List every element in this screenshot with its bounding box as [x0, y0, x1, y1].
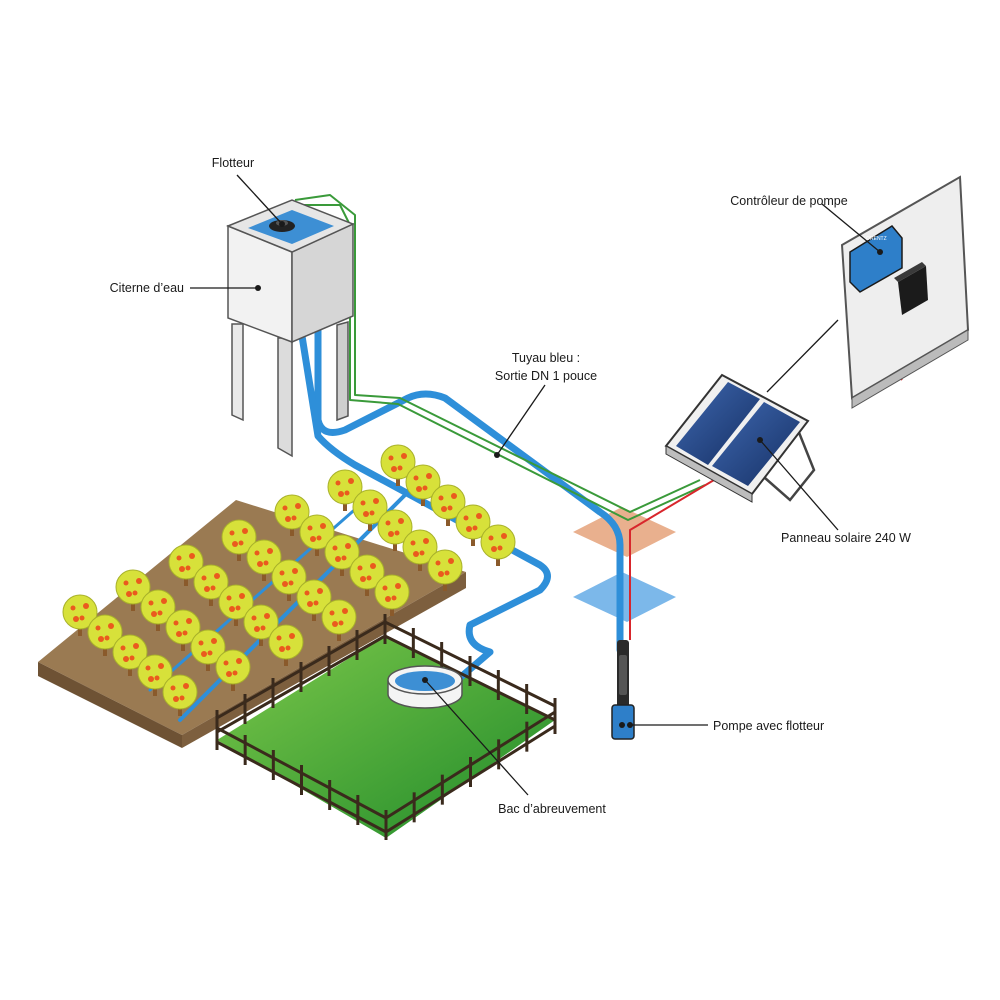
- orchard-tree-icon: [321, 599, 357, 641]
- orchard-tree-icon: [218, 584, 254, 626]
- orchard-tree-icon: [349, 554, 385, 596]
- orchard-tree-icon: [115, 569, 151, 611]
- orchard-tree-icon: [324, 534, 360, 576]
- orchard-tree-icon: [299, 514, 335, 556]
- orchard-tree-icon: [221, 519, 257, 561]
- orchard-tree-icon: [352, 489, 388, 531]
- orchard-tree-icon: [190, 629, 226, 671]
- label-pump: Pompe avec flotteur: [713, 719, 824, 733]
- submersible-pump-icon: [611, 640, 635, 740]
- ground-surface-marker: [573, 507, 676, 557]
- tank-icon: [226, 199, 355, 458]
- orchard-tree-icon: [62, 594, 98, 636]
- orchard-tree-icon: [193, 564, 229, 606]
- orchard-tree-icon: [430, 484, 466, 526]
- controller-badge: LORENTZ: [863, 236, 886, 242]
- orchard: [62, 444, 516, 716]
- orchard-tree-icon: [455, 504, 491, 546]
- orchard-tree-icon: [271, 559, 307, 601]
- orchard-tree-icon: [140, 589, 176, 631]
- orchard-tree-icon: [374, 574, 410, 616]
- orchard-tree-icon: [137, 654, 173, 696]
- orchard-tree-icon: [427, 549, 463, 591]
- orchard-tree-icon: [327, 469, 363, 511]
- fence-posts: [215, 614, 557, 840]
- orchard-tree-icon: [215, 649, 251, 691]
- orchard-tree-icon: [243, 604, 279, 646]
- orchard-tree-icon: [274, 494, 310, 536]
- orchard-tree-icon: [162, 674, 198, 716]
- orchard-tree-icon: [377, 509, 413, 551]
- orchard-tree-icon: [246, 539, 282, 581]
- orchard-tree-icon: [168, 544, 204, 586]
- orchard-tree-icon: [402, 529, 438, 571]
- orchard-tree-icon: [480, 524, 516, 566]
- water-trough-icon: [387, 665, 463, 709]
- orchard-tree-icon: [112, 634, 148, 676]
- label-float: Flotteur: [212, 156, 254, 170]
- orchard-tree-icon: [380, 444, 416, 486]
- leader-lines: [190, 174, 881, 796]
- label-tank: Citerne d’eau: [110, 281, 184, 295]
- water-table-marker: [573, 572, 676, 622]
- solar-panel-icon: [664, 373, 816, 503]
- leader-dots: [255, 221, 883, 728]
- orchard-tree-icon: [405, 464, 441, 506]
- orchard-tree-icon: [165, 609, 201, 651]
- orchard-tree-icon: [268, 624, 304, 666]
- label-controller: Contrôleur de pompe: [730, 194, 847, 208]
- orchard-tree-icon: [296, 579, 332, 621]
- orchard-tree-icon: [87, 614, 123, 656]
- label-pipe-line2: Sortie DN 1 pouce: [495, 369, 597, 383]
- label-solar-panel: Panneau solaire 240 W: [781, 531, 911, 545]
- label-pipe-line1: Tuyau bleu :: [512, 351, 580, 365]
- label-trough: Bac d’abreuvement: [498, 802, 606, 816]
- pump-controller-icon: LORENTZ: [840, 175, 970, 409]
